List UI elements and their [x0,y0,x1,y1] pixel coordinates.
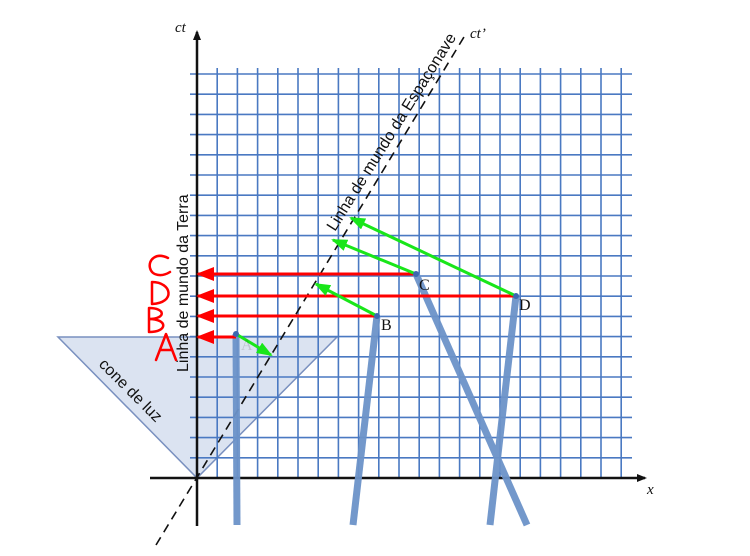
ct-axis-label: ct [175,20,187,36]
earth-worldline-label: Linha de mundo da Terra [175,194,192,372]
green-signals [235,216,517,357]
handwritten-letters [147,254,178,362]
green-arrow-d [349,216,517,298]
green-arrow-b [314,282,378,318]
worldline-d [486,295,520,526]
green-arrow-a [235,332,273,357]
worldline-a [232,333,241,526]
worldline-b [349,315,381,526]
event-b-dot [374,313,380,319]
worldline-c [412,272,531,527]
object-worldlines [232,272,531,527]
event-c-dot [413,271,419,277]
green-arrow-c [331,238,417,276]
event-c-label: C [419,277,430,294]
event-d-dot [513,293,519,299]
event-a-label: A [241,337,253,354]
ct-prime-label: ct’ [470,26,486,42]
red-signals [196,267,516,344]
event-b-label: B [381,317,392,334]
x-axis-label: x [646,482,654,498]
event-d-label: D [519,297,531,314]
ship-worldline [155,31,468,546]
event-a-dot [233,331,239,337]
event-points [233,271,519,337]
